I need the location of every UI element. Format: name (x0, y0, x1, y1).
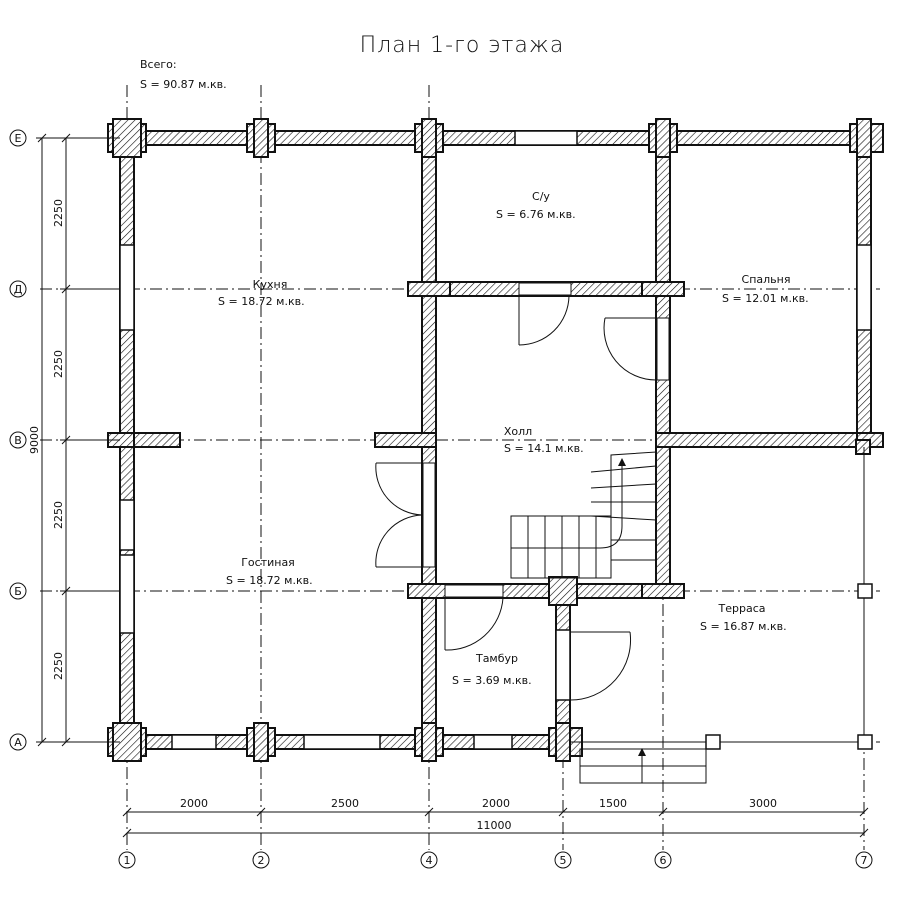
room-name-vestibule: Тамбур (475, 652, 518, 665)
dim-vertical-3: 2250 (52, 501, 65, 529)
room-name-living: Гостиная (241, 556, 295, 569)
total-label: Всего: (140, 58, 177, 71)
axis-marker-col-4: 5 (560, 854, 567, 867)
dim-horizontal-2: 2500 (331, 797, 359, 810)
dim-vertical-2: 2250 (52, 350, 65, 378)
dim-horizontal-3: 2000 (482, 797, 510, 810)
room-name-terrace: Терраса (718, 602, 766, 615)
axis-marker-row-3: В (14, 434, 22, 447)
column-axis-markers: 1 2 4 5 6 7 (118, 851, 873, 869)
dim-horizontal-4: 1500 (599, 797, 627, 810)
room-name-hall: Холл (504, 425, 532, 438)
room-labels: Кухня S = 18.72 м.кв. С/у S = 6.76 м.кв.… (218, 190, 809, 687)
axis-marker-col-6: 7 (861, 854, 868, 867)
dim-vertical-1: 2250 (52, 199, 65, 227)
windows (119, 130, 872, 750)
dim-horizontal-1: 2000 (180, 797, 208, 810)
room-area-vestibule: S = 3.69 м.кв. (452, 674, 532, 687)
vertical-dimensions: 2250 2250 2250 2250 9000 (28, 133, 120, 747)
axis-marker-row-5: А (14, 736, 22, 749)
room-area-bathroom: S = 6.76 м.кв. (496, 208, 576, 221)
dim-horizontal-5: 3000 (749, 797, 777, 810)
horizontal-dimensions: 2000 2500 2000 1500 3000 11000 (122, 797, 869, 838)
axis-marker-row-2: Д (14, 283, 23, 296)
room-area-bedroom: S = 12.01 м.кв. (722, 292, 809, 305)
axis-marker-col-5: 6 (660, 854, 667, 867)
total-area: S = 90.87 м.кв. (140, 78, 227, 91)
terrace (571, 447, 873, 784)
room-name-bedroom: Спальня (742, 273, 791, 286)
room-name-kitchen: Кухня (253, 278, 288, 291)
room-area-kitchen: S = 18.72 м.кв. (218, 295, 305, 308)
axis-marker-col-2: 2 (258, 854, 265, 867)
dim-vertical-total: 9000 (28, 426, 41, 454)
room-name-bathroom: С/у (532, 190, 550, 203)
plan-title: План 1-го этажа (360, 33, 565, 58)
axis-marker-col-1: 1 (124, 854, 131, 867)
dim-vertical-4: 2250 (52, 652, 65, 680)
row-axis-markers: Е Д В Б А (9, 129, 27, 751)
axis-marker-col-3: 4 (426, 854, 433, 867)
axis-marker-row-1: Е (15, 132, 22, 145)
room-area-living: S = 18.72 м.кв. (226, 574, 313, 587)
axis-marker-row-4: Б (14, 585, 22, 598)
room-area-hall: S = 14.1 м.кв. (504, 442, 584, 455)
staircase (510, 451, 657, 579)
room-area-terrace: S = 16.87 м.кв. (700, 620, 787, 633)
dim-horizontal-total: 11000 (477, 819, 512, 832)
doors (375, 282, 670, 701)
